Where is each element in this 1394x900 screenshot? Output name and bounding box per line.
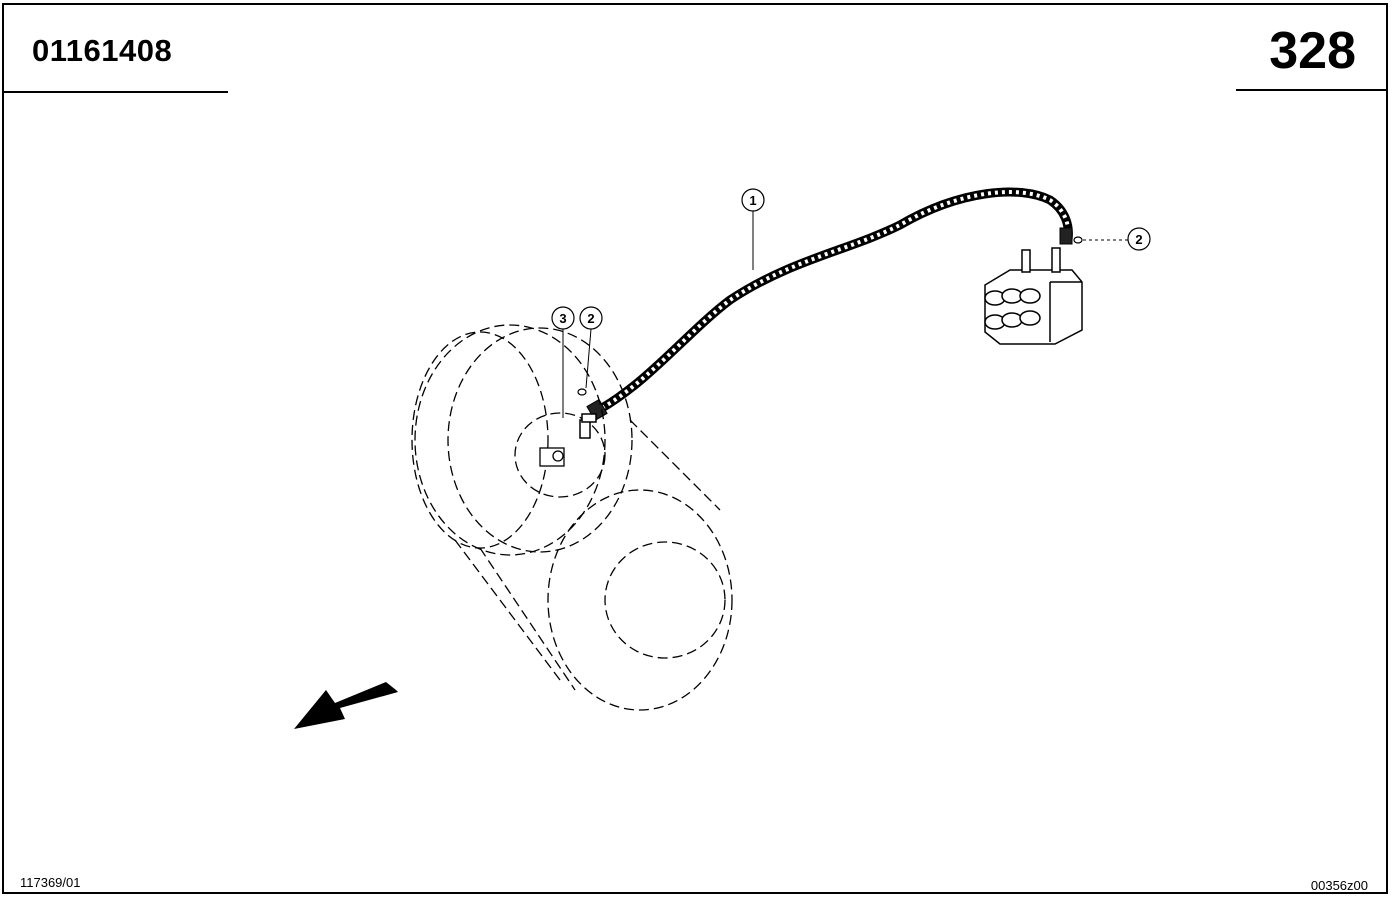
callout-3: 3 <box>551 306 575 330</box>
hydraulic-hose <box>586 187 1073 422</box>
control-valve-block <box>984 247 1083 345</box>
leader-lines <box>562 211 754 418</box>
callout-1: 1 <box>741 188 765 212</box>
svg-text:2: 2 <box>587 311 594 326</box>
callout-2-reel: 2 <box>579 306 603 330</box>
reel-hub <box>539 447 565 467</box>
elbow-fitting <box>579 413 597 439</box>
callout-2-valve: 2 <box>1127 227 1151 251</box>
header-rule-right <box>1236 89 1386 91</box>
header-rule-left <box>4 91 228 93</box>
reel-pulley-assembly <box>411 324 733 711</box>
page-number: 328 <box>1269 22 1356 80</box>
drawing-reference-right: 00356z00 <box>1310 878 1368 893</box>
svg-text:1: 1 <box>749 193 756 208</box>
svg-text:2: 2 <box>1135 232 1142 247</box>
part-number: 01161408 <box>32 33 173 68</box>
o-ring-valve <box>1073 236 1083 244</box>
drawing-frame: 01161408 328 117369/01 00356z00 <box>2 3 1388 894</box>
o-ring-reel <box>577 388 587 396</box>
drawing-reference-left: 117369/01 <box>20 875 81 890</box>
travel-direction-arrow-icon <box>294 682 398 729</box>
svg-text:3: 3 <box>559 311 566 326</box>
